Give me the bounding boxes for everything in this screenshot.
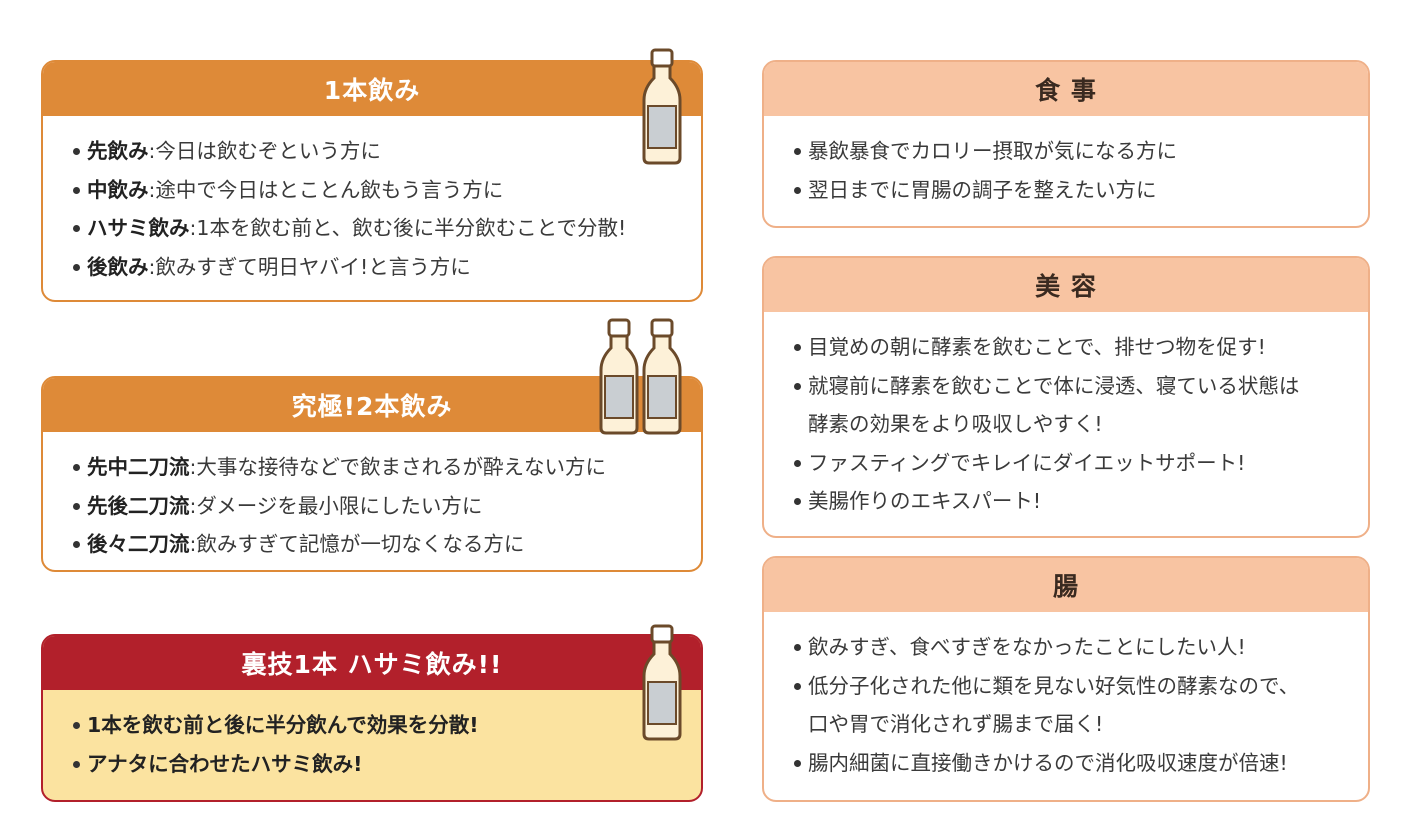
list-item: ハサミ飲み:1本を飲む前と、飲む後に半分飲むことで分散! xyxy=(73,209,701,248)
bottle-icon xyxy=(640,318,684,436)
card-title: 究極!2本飲み xyxy=(43,378,701,432)
card-nihon-nomi: 究極!2本飲み 先中二刀流:大事な接待などで飲まされるが酔えない方に 先後二刀流… xyxy=(41,376,703,572)
item-list: 飲みすぎ、食べすぎをなかったことにしたい人! 低分子化された他に類を見ない好気性… xyxy=(764,612,1368,782)
list-item: 先後二刀流:ダメージを最小限にしたい方に xyxy=(73,487,701,526)
list-item-continuation: 口や胃で消化されず腸まで届く! xyxy=(808,712,1104,736)
list-item-continuation: 酵素の効果をより吸収しやすく! xyxy=(808,412,1103,436)
item-label: 先飲み xyxy=(87,139,149,163)
bottle-icon xyxy=(597,318,641,436)
item-list: 1本を飲む前と後に半分飲んで効果を分散! アナタに合わせたハサミ飲み! xyxy=(43,690,701,783)
list-item: 後々二刀流:飲みすぎて記憶が一切なくなる方に xyxy=(73,525,701,564)
list-item: 先中二刀流:大事な接待などで飲まされるが酔えない方に xyxy=(73,448,701,487)
list-item: 目覚めの朝に酵素を飲むことで、排せつ物を促す! xyxy=(794,328,1368,367)
item-text: :ダメージを最小限にしたい方に xyxy=(189,493,483,518)
card-title: 美 容 xyxy=(764,258,1368,312)
list-item: 就寝前に酵素を飲むことで体に浸透、寝ている状態は xyxy=(794,367,1368,406)
item-label: ハサミ飲み xyxy=(87,216,190,240)
item-text: :飲みすぎて明日ヤバイ!と言う方に xyxy=(148,254,471,279)
item-text: :大事な接待などで飲まされるが酔えない方に xyxy=(189,455,607,479)
card-title: 裏技1本 ハサミ飲み!! xyxy=(43,636,701,690)
card-ippon-nomi: 1本飲み 先飲み:今日は飲むぞという方に 中飲み:途中で今日はとことん飲もう言う… xyxy=(41,60,703,302)
item-text: :飲みすぎて記憶が一切なくなる方に xyxy=(189,532,525,556)
card-title: 食 事 xyxy=(764,62,1368,116)
card-title: 1本飲み xyxy=(43,62,701,116)
list-item: 飲みすぎ、食べすぎをなかったことにしたい人! xyxy=(794,628,1368,667)
list-item: 腸内細菌に直接働きかけるので消化吸収速度が倍速! xyxy=(794,744,1368,783)
list-item: 美腸作りのエキスパート! xyxy=(794,482,1368,521)
list-item: ファスティングでキレイにダイエットサポート! xyxy=(794,444,1368,483)
bottle-icon xyxy=(640,624,684,742)
item-label: 中飲み xyxy=(87,177,149,202)
list-item: 低分子化された他に類を見ない好気性の酵素なので、 xyxy=(794,667,1368,706)
list-item: 暴飲暴食でカロリー摂取が気になる方に xyxy=(794,132,1368,171)
list-item: 翌日までに胃腸の調子を整えたい方に xyxy=(794,171,1368,210)
item-label: 先中二刀流 xyxy=(87,455,190,479)
item-list: 暴飲暴食でカロリー摂取が気になる方に 翌日までに胃腸の調子を整えたい方に xyxy=(764,116,1368,209)
item-text: :途中で今日はとことん飲もう言う方に xyxy=(148,177,504,202)
card-biyou: 美 容 目覚めの朝に酵素を飲むことで、排せつ物を促す! 就寝前に酵素を飲むことで… xyxy=(762,256,1370,538)
list-item: 1本を飲む前と後に半分飲んで効果を分散! xyxy=(73,706,701,745)
card-title: 腸 xyxy=(764,558,1368,612)
item-label: 後飲み xyxy=(87,254,149,279)
item-label: 後々二刀流 xyxy=(87,532,190,556)
card-chou: 腸 飲みすぎ、食べすぎをなかったことにしたい人! 低分子化された他に類を見ない好… xyxy=(762,556,1370,802)
list-item: 先飲み:今日は飲むぞという方に xyxy=(73,132,701,171)
card-urawaza: 裏技1本 ハサミ飲み!! 1本を飲む前と後に半分飲んで効果を分散! アナタに合わ… xyxy=(41,634,703,802)
item-text: :1本を飲む前と、飲む後に半分飲むことで分散! xyxy=(189,216,627,240)
item-list: 先飲み:今日は飲むぞという方に 中飲み:途中で今日はとことん飲もう言う方に ハサ… xyxy=(43,116,701,286)
list-item: 後飲み:飲みすぎて明日ヤバイ!と言う方に xyxy=(73,248,701,287)
item-list: 先中二刀流:大事な接待などで飲まされるが酔えない方に 先後二刀流:ダメージを最小… xyxy=(43,432,701,564)
item-list: 目覚めの朝に酵素を飲むことで、排せつ物を促す! 就寝前に酵素を飲むことで体に浸透… xyxy=(764,312,1368,521)
item-label: 先後二刀流 xyxy=(87,493,190,518)
list-item: 中飲み:途中で今日はとことん飲もう言う方に xyxy=(73,171,701,210)
item-text: :今日は飲むぞという方に xyxy=(148,139,381,163)
bottle-icon xyxy=(640,48,684,166)
list-item: アナタに合わせたハサミ飲み! xyxy=(73,745,701,784)
item-text: 1本を飲む前と後に半分飲んで効果を分散! xyxy=(87,713,479,737)
card-shokuji: 食 事 暴飲暴食でカロリー摂取が気になる方に 翌日までに胃腸の調子を整えたい方に xyxy=(762,60,1370,228)
item-text: アナタに合わせたハサミ飲み! xyxy=(87,751,363,776)
